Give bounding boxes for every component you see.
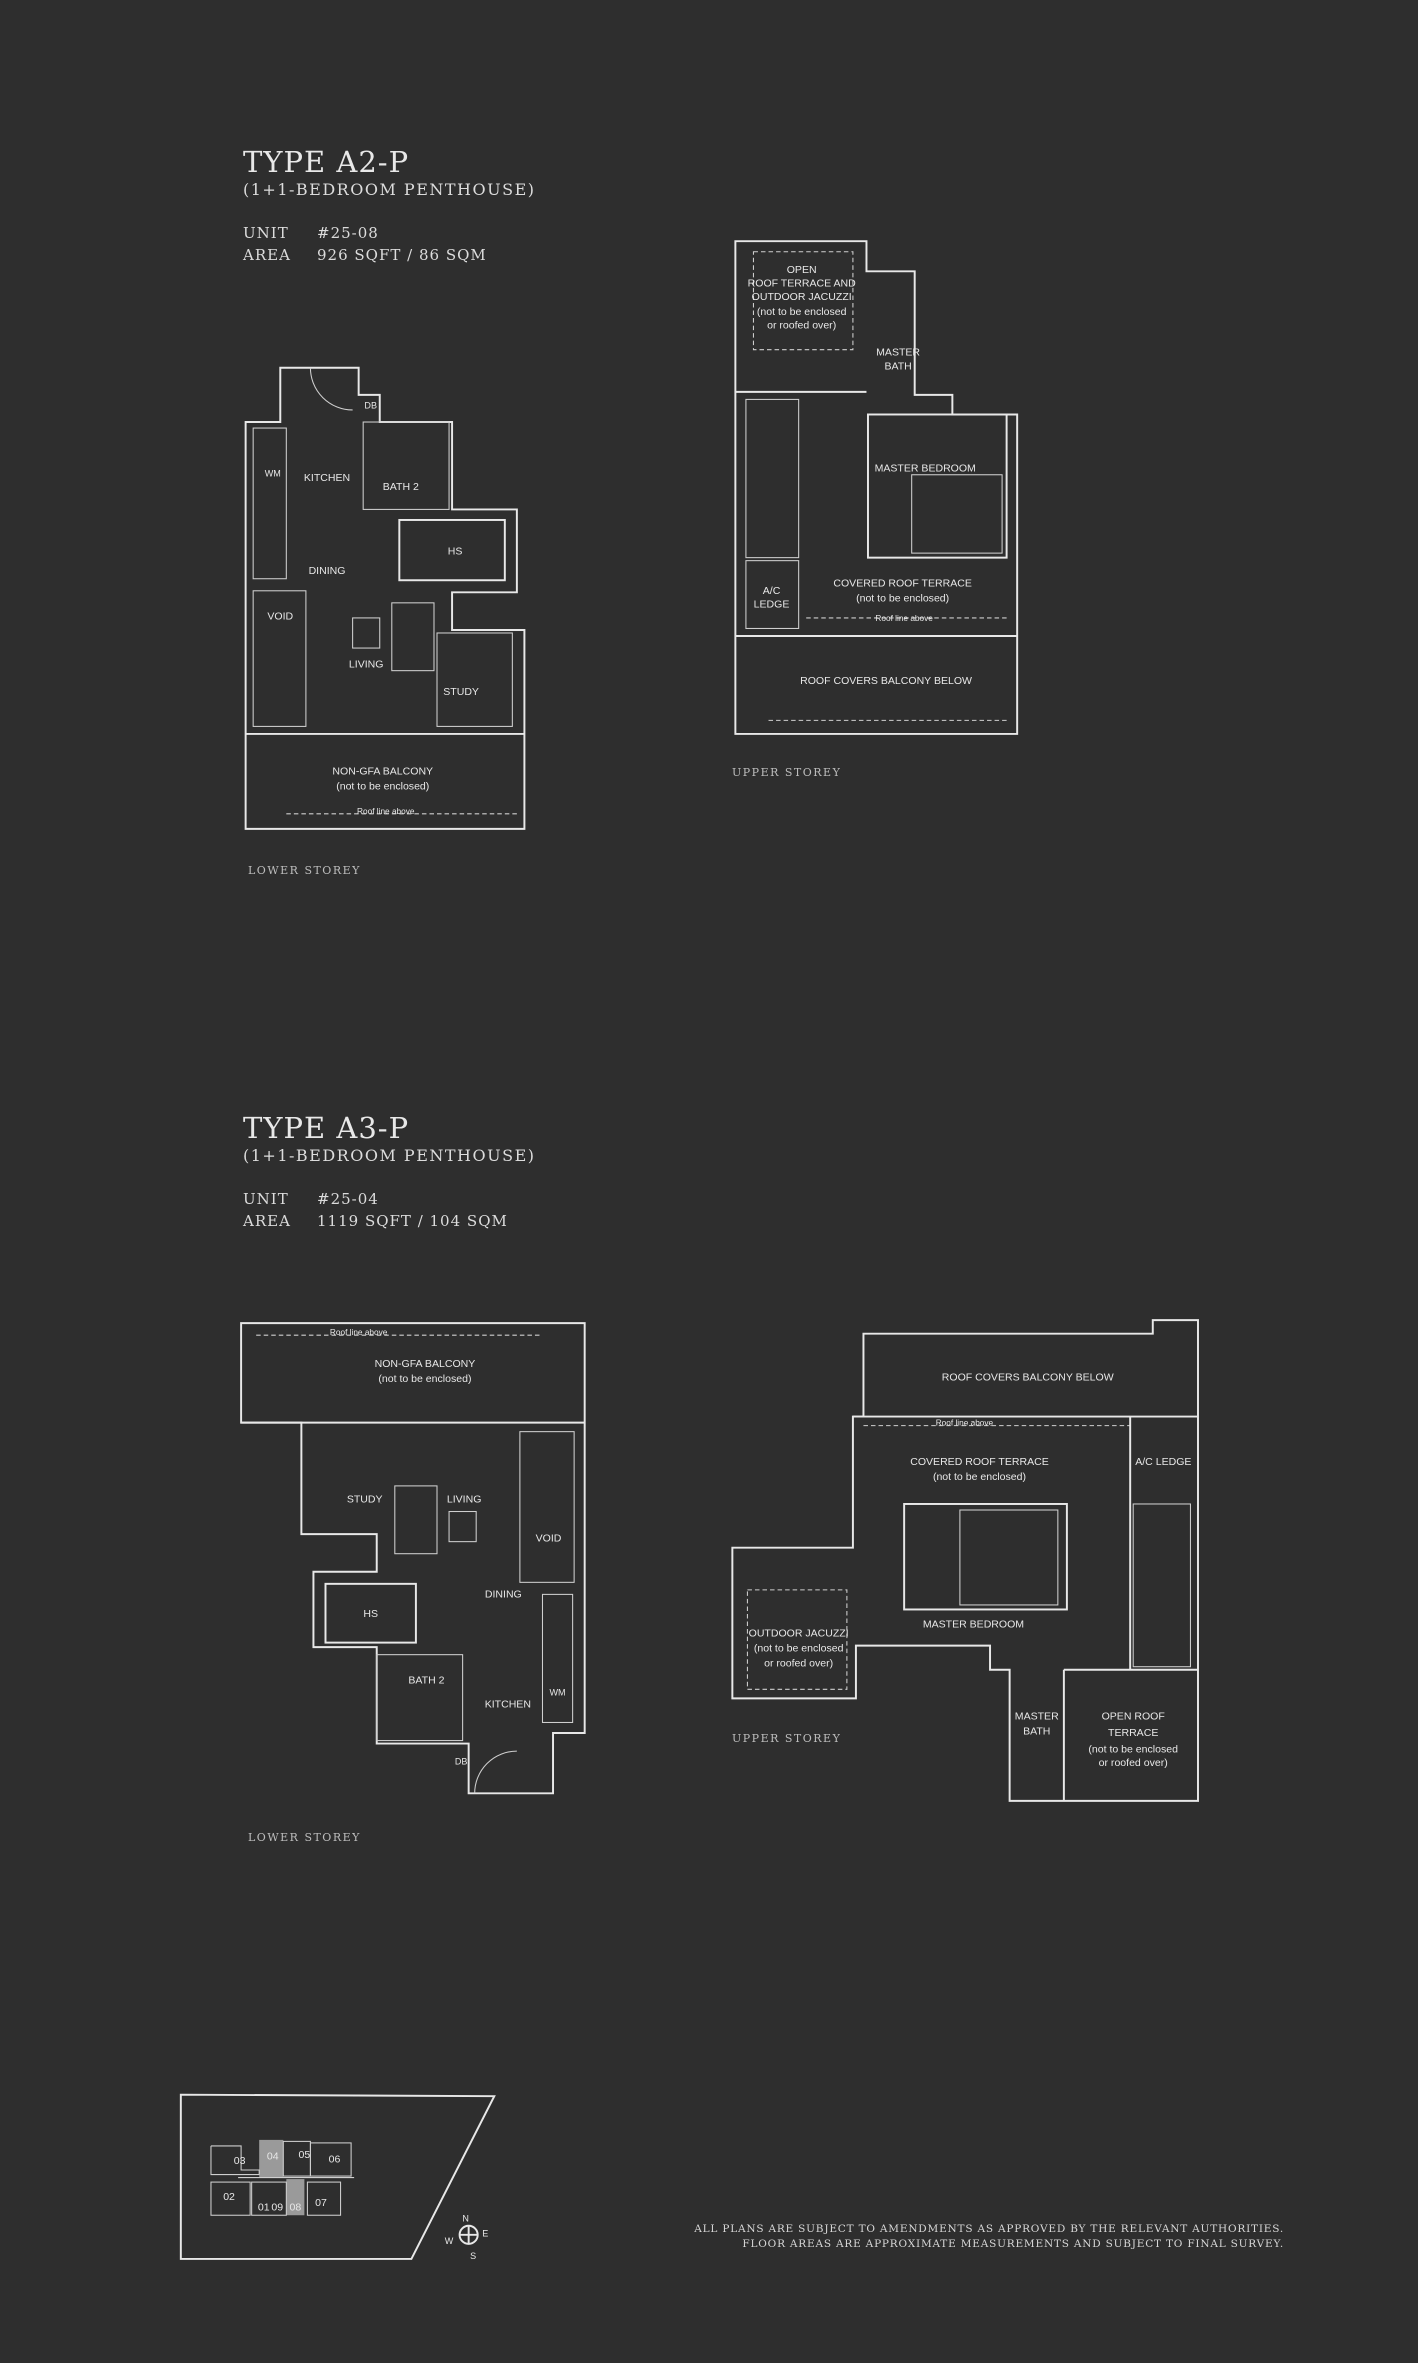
- area-value: 926 SQFT / 86 SQM: [317, 246, 487, 264]
- room-ac-ledge: A/C LEDGE: [1135, 1456, 1191, 1468]
- key-unit-08: 08: [289, 2202, 301, 2214]
- room-wm: WM: [265, 468, 281, 478]
- disclaimer-line-1: ALL PLANS ARE SUBJECT TO AMENDMENTS AS A…: [694, 2223, 1284, 2235]
- roof-line-note: Roof line above: [330, 1328, 388, 1337]
- note-roofed-over: or roofed over): [767, 320, 836, 332]
- a3p-upper-storey-label: UPPER STOREY: [732, 1732, 842, 1745]
- disclaimer-line-2: FLOOR AREAS ARE APPROXIMATE MEASUREMENTS…: [742, 2238, 1284, 2250]
- room-living: LIVING: [349, 659, 384, 671]
- a2p-upper-plan: OPEN ROOF TERRACE AND OUTDOOR JACUZZI (n…: [734, 240, 1019, 735]
- room-bath2: BATH 2: [383, 481, 419, 493]
- room-covered-terrace: COVERED ROOF TERRACE: [833, 577, 972, 589]
- key-unit-02: 02: [223, 2191, 235, 2203]
- a3p-subtitle: (1+1-BEDROOM PENTHOUSE): [243, 1146, 536, 1165]
- a2p-title: TYPE A2-P: [243, 145, 410, 179]
- a3p-unit: UNIT #25-04: [243, 1190, 379, 1208]
- key-unit-05: 05: [299, 2149, 311, 2161]
- a3p-lower-plan: Roof line above NON-GFA BALCONY (not to …: [240, 1322, 586, 1795]
- room-balcony-note: (not to be enclosed): [378, 1373, 471, 1385]
- room-study: STUDY: [443, 686, 479, 698]
- roof-line-note: Roof line above: [875, 614, 933, 623]
- room-master: MASTER: [876, 347, 920, 359]
- roof-covers-balcony: ROOF COVERS BALCONY BELOW: [800, 675, 972, 687]
- a2p-unit: UNIT #25-08: [243, 224, 379, 242]
- key-unit-07: 07: [315, 2197, 327, 2209]
- room-covered-terrace: COVERED ROOF TERRACE: [910, 1456, 1049, 1468]
- a2p-upper-storey-label: UPPER STOREY: [732, 766, 842, 779]
- room-bath2: BATH 2: [408, 1674, 444, 1686]
- unit-04-highlight: [259, 2139, 284, 2178]
- a3p-lower-storey-label: LOWER STOREY: [248, 1831, 361, 1844]
- compass-icon: N E S W: [445, 2213, 488, 2261]
- compass-s: S: [470, 2251, 476, 2261]
- room-kitchen: KITCHEN: [485, 1698, 531, 1710]
- room-outdoor-jacuzzi: OUTDOOR JACUZZI: [752, 291, 852, 303]
- room-kitchen: KITCHEN: [304, 472, 350, 484]
- a2p-lower-plan: WM DB KITCHEN BATH 2 DINING HS VOID LIVI…: [244, 366, 526, 830]
- key-unit-03: 03: [234, 2155, 246, 2167]
- key-unit-01: 01: [258, 2202, 270, 2214]
- room-db: DB: [364, 400, 377, 410]
- room-db: DB: [455, 1757, 468, 1767]
- area-label: AREA: [243, 246, 291, 264]
- a3p-area: AREA 1119 SQFT / 104 SQM: [243, 1212, 508, 1230]
- room-void: VOID: [536, 1533, 562, 1545]
- note-not-enclosed: (not to be enclosed: [754, 1643, 844, 1655]
- room-terrace: TERRACE: [1108, 1727, 1158, 1739]
- roof-line-note: Roof line above: [357, 807, 415, 816]
- note-roofed-over: or roofed over): [764, 1658, 833, 1670]
- key-unit-04: 04: [267, 2150, 279, 2162]
- compass-n: N: [462, 2213, 469, 2223]
- room-bath: BATH: [1023, 1726, 1050, 1738]
- key-unit-06: 06: [329, 2153, 341, 2165]
- room-hs: HS: [363, 1608, 378, 1620]
- unit-08-highlight: [286, 2179, 305, 2216]
- area-label: AREA: [243, 1212, 291, 1230]
- key-plan: 03 04 05 06 02 01 09 08 07 N E S W: [179, 2093, 496, 2261]
- area-value: 1119 SQFT / 104 SQM: [317, 1212, 508, 1230]
- room-dining: DINING: [485, 1588, 522, 1600]
- a2p-area: AREA 926 SQFT / 86 SQM: [243, 246, 487, 264]
- room-balcony-note: (not to be enclosed): [336, 781, 429, 793]
- room-outdoor-jacuzzi: OUTDOOR JACUZZI: [749, 1628, 849, 1640]
- room-open-roof: OPEN ROOF: [1102, 1710, 1166, 1722]
- compass-w: W: [445, 2236, 454, 2246]
- room-open: OPEN: [787, 264, 817, 276]
- unit-value: #25-04: [317, 1190, 379, 1208]
- room-master-bedroom: MASTER BEDROOM: [923, 1619, 1024, 1631]
- a2p-lower-storey-label: LOWER STOREY: [248, 864, 361, 877]
- note-not-enclosed: (not to be enclosed: [757, 306, 847, 318]
- a2p-subtitle: (1+1-BEDROOM PENTHOUSE): [243, 180, 536, 199]
- a3p-title: TYPE A3-P: [243, 1111, 410, 1145]
- room-ledge: LEDGE: [754, 598, 790, 610]
- room-wm: WM: [550, 1687, 566, 1697]
- room-balcony: NON-GFA BALCONY: [332, 766, 433, 778]
- room-dining: DINING: [309, 565, 346, 577]
- covered-note: (not to be enclosed): [933, 1471, 1026, 1483]
- room-hs: HS: [448, 546, 463, 558]
- key-unit-09: 09: [271, 2202, 283, 2214]
- roof-line-note: Roof line above: [936, 1419, 994, 1428]
- a3p-upper-plan: ROOF COVERS BALCONY BELOW Roof line abov…: [731, 1319, 1199, 1802]
- disclaimer: ALL PLANS ARE SUBJECT TO AMENDMENTS AS A…: [694, 2222, 1284, 2252]
- room-void: VOID: [267, 610, 293, 622]
- room-ac: A/C: [763, 585, 781, 597]
- compass-e: E: [482, 2228, 488, 2238]
- covered-note: (not to be enclosed): [856, 592, 949, 604]
- unit-label: UNIT: [243, 1190, 289, 1208]
- unit-value: #25-08: [317, 224, 379, 242]
- note-not-enclosed: (not to be enclosed: [1088, 1744, 1178, 1756]
- room-roof-terrace: ROOF TERRACE AND: [748, 277, 856, 289]
- room-master-bedroom: MASTER BEDROOM: [875, 463, 976, 475]
- roof-covers-balcony: ROOF COVERS BALCONY BELOW: [942, 1371, 1114, 1383]
- room-bath: BATH: [884, 360, 911, 372]
- note-roofed-over: or roofed over): [1099, 1757, 1168, 1769]
- room-living: LIVING: [447, 1493, 482, 1505]
- room-study: STUDY: [347, 1493, 383, 1505]
- room-balcony: NON-GFA BALCONY: [375, 1358, 476, 1370]
- unit-label: UNIT: [243, 224, 289, 242]
- room-master: MASTER: [1015, 1710, 1059, 1722]
